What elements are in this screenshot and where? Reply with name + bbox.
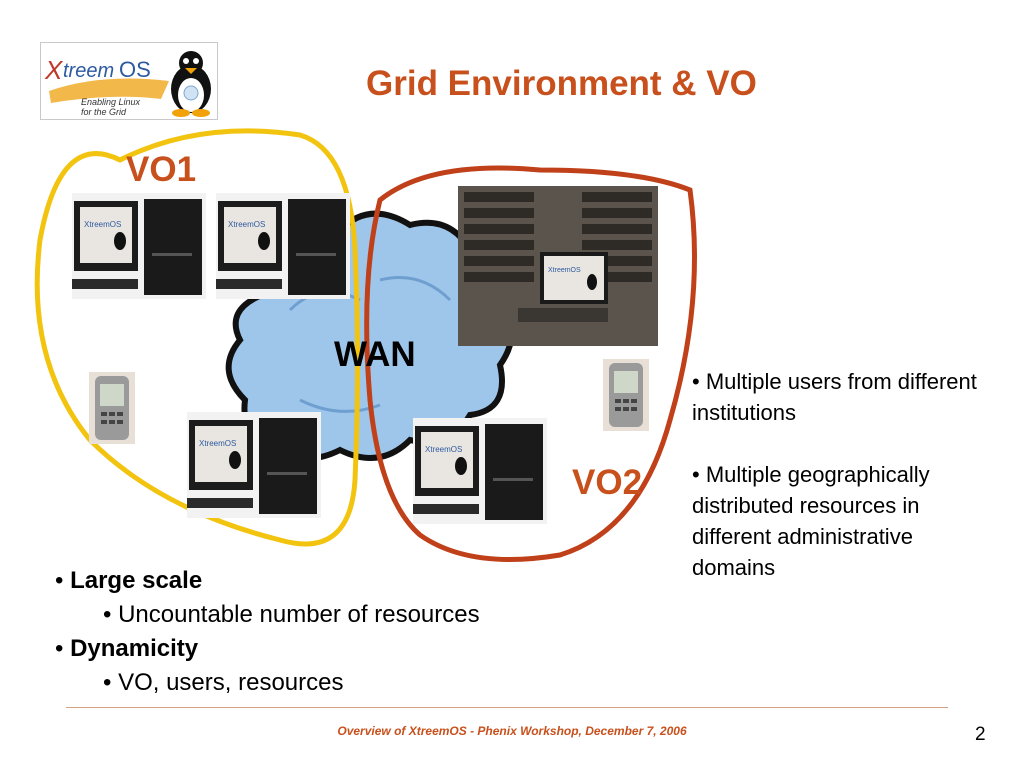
computer-image: XtreemOS: [72, 193, 206, 299]
svg-text:XtreemOS: XtreemOS: [84, 220, 121, 229]
computer-image: XtreemOS: [187, 412, 321, 518]
bullet-dynamicity: • Dynamicity: [55, 635, 199, 662]
sub-bullet-uncountable: • Uncountable number of resources: [103, 601, 480, 628]
svg-text:XtreemOS: XtreemOS: [228, 220, 265, 229]
main-bullet-list: • Large scale • Uncountable number of re…: [55, 564, 480, 700]
logo-tagline-1: Enabling Linux: [81, 97, 141, 107]
vo2-label: VO2: [572, 463, 643, 502]
page-number: 2: [975, 724, 986, 745]
server-rack-image: XtreemOS: [458, 186, 658, 346]
pda-phone-image: [89, 372, 135, 444]
vo1-outline: [34, 128, 360, 547]
xtreemos-logo: X treem OS Enabling Linux for the Grid: [40, 42, 218, 120]
penguin-icon: [171, 51, 211, 117]
svg-text:XtreemOS: XtreemOS: [199, 439, 236, 448]
logo-x: X: [44, 55, 64, 85]
vo1-label: VO1: [126, 150, 197, 189]
bullet-multiple-users: • Multiple users from different institut…: [692, 369, 977, 425]
computer-image: XtreemOS: [413, 418, 547, 524]
wan-label: WAN: [334, 335, 416, 374]
svg-text:XtreemOS: XtreemOS: [548, 267, 581, 274]
logo-os: OS: [119, 57, 151, 82]
footer-divider: [66, 707, 948, 708]
slide-title: Grid Environment & VO: [366, 64, 757, 103]
footer-text: Overview of XtreemOS - Phenix Workshop, …: [337, 724, 687, 738]
logo-treem: treem: [63, 60, 114, 82]
right-bullet-list: • Multiple users from different institut…: [692, 366, 992, 614]
bullet-multiple-resources: • Multiple geographically distributed re…: [692, 462, 930, 580]
sub-bullet-vo-users: • VO, users, resources: [103, 669, 344, 696]
logo-tagline-2: for the Grid: [81, 107, 127, 117]
pda-phone-image: [603, 359, 649, 431]
computer-image: XtreemOS: [216, 193, 350, 299]
vo2-outline: [364, 165, 697, 562]
logo-graphic: X treem OS Enabling Linux for the Grid: [44, 51, 211, 117]
svg-text:XtreemOS: XtreemOS: [425, 445, 462, 454]
bullet-large-scale: • Large scale: [55, 567, 203, 594]
